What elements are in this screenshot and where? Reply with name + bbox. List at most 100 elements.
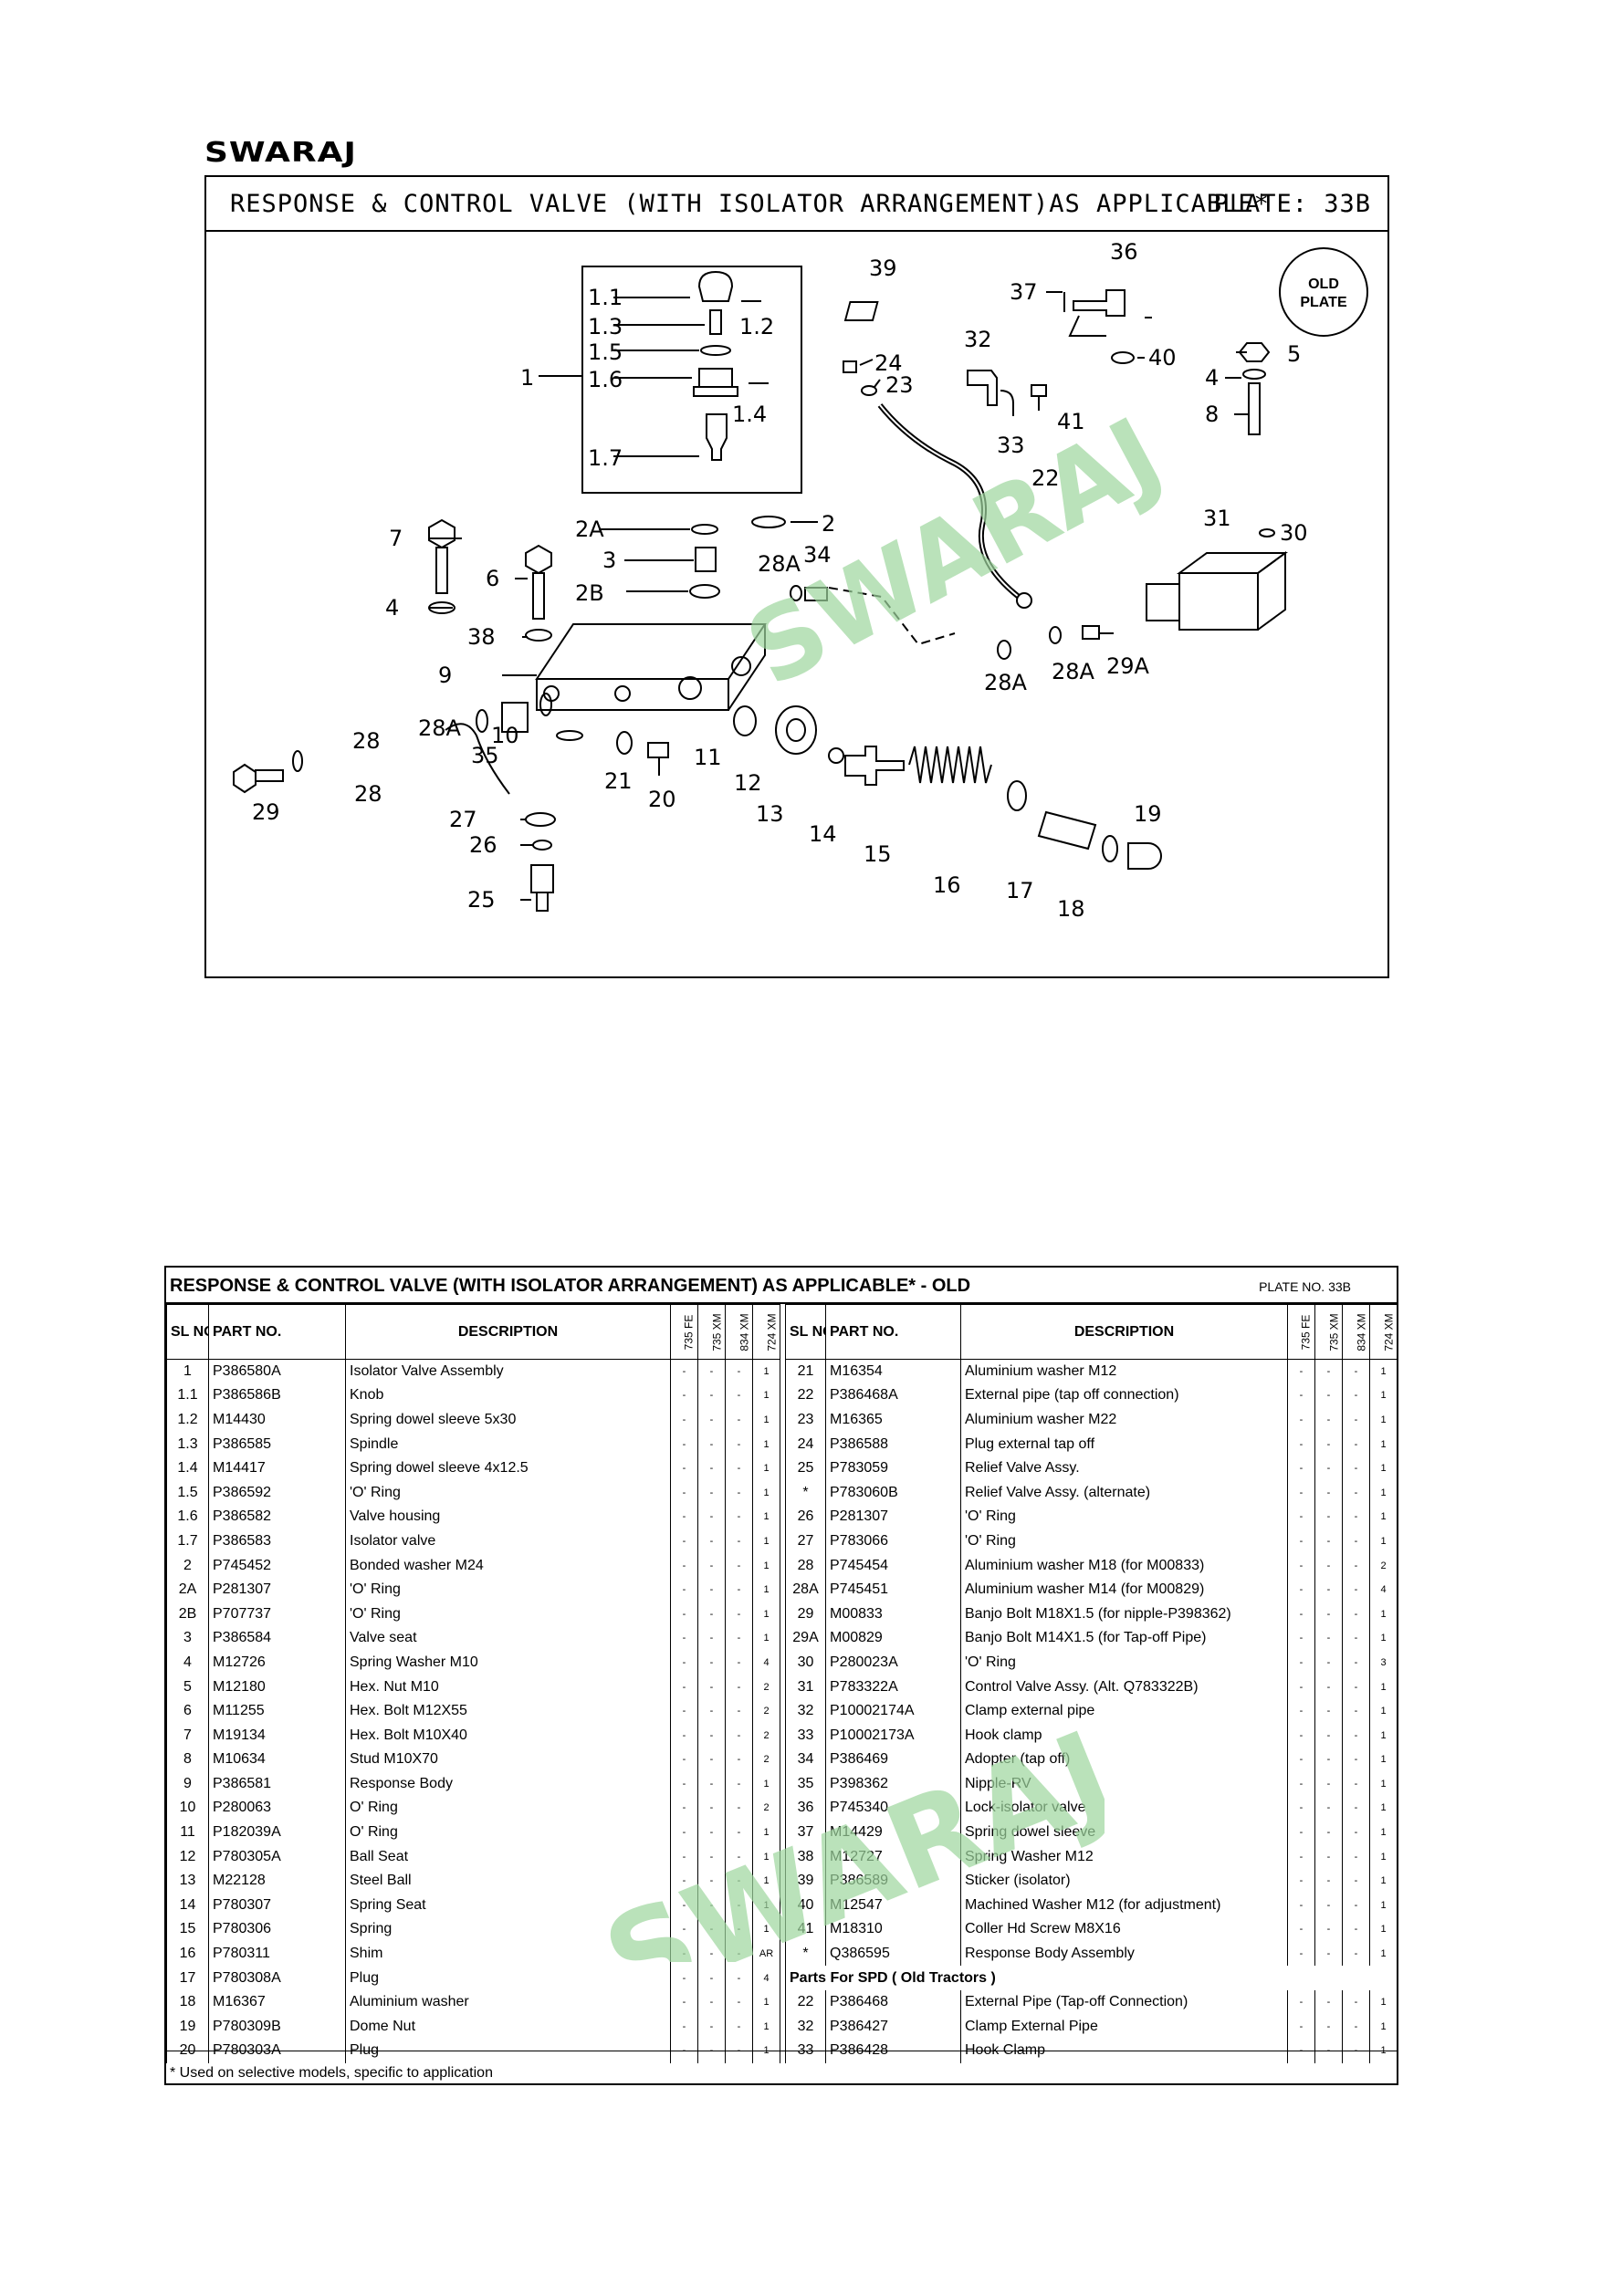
callout-5: 5: [1287, 341, 1301, 367]
cell-qty-724xm: 2: [752, 1748, 780, 1772]
cell-qty-735xm: -: [1314, 1844, 1343, 1869]
cell-sl-no: 12: [166, 1844, 209, 1869]
cell-sl-no: 16: [166, 1941, 209, 1967]
cell-description: Adopter (tap off): [960, 1748, 1288, 1772]
cell-description: O' Ring: [345, 1796, 671, 1821]
cell-qty-735fe: -: [670, 1893, 698, 1918]
cell-part-no: P745451: [825, 1577, 961, 1602]
cell-qty-735xm: -: [1314, 1553, 1343, 1578]
callout-4-right: 4: [1205, 365, 1219, 391]
cell-description: Isolator valve: [345, 1529, 671, 1554]
cell-qty-834xm: -: [725, 1941, 753, 1967]
cell-qty-735xm: -: [1314, 1820, 1343, 1845]
cell-part-no: M14417: [208, 1456, 346, 1481]
cell-qty-834xm: -: [1342, 1553, 1370, 1578]
cell-qty-834xm: -: [1342, 1675, 1370, 1699]
cell-qty-724xm: 1: [752, 1989, 780, 2015]
cell-description: Coller Hd Screw M8X16: [960, 1917, 1288, 1942]
cell-qty-735fe: -: [670, 1868, 698, 1894]
cell-qty-834xm: -: [1342, 1941, 1370, 1967]
cell-qty-735xm: -: [1314, 1456, 1343, 1481]
callout-29A: 29A: [1106, 653, 1150, 679]
cell-qty-735fe: -: [670, 1675, 698, 1699]
cell-part-no: P386468A: [825, 1383, 961, 1408]
cell-qty-735xm: -: [697, 1796, 726, 1821]
cell-qty-724xm: 1: [752, 1771, 780, 1797]
cell-qty-834xm: -: [725, 1505, 753, 1529]
cell-qty-735xm: -: [1314, 1941, 1343, 1967]
cell-sl-no: 3: [166, 1626, 209, 1651]
callout-16: 16: [933, 872, 961, 898]
cell-qty-735fe: -: [1287, 1626, 1315, 1651]
cell-qty-724xm: 1: [752, 1868, 780, 1894]
cell-qty-735xm: -: [697, 1505, 726, 1529]
cell-qty-735xm: -: [1314, 1626, 1343, 1651]
cell-qty-834xm: -: [725, 1723, 753, 1748]
callout-19: 19: [1134, 801, 1162, 827]
cell-sl-no: 7: [166, 1723, 209, 1748]
cell-sl-no: 22: [785, 1383, 826, 1408]
cell-sl-no: 25: [785, 1456, 826, 1481]
cell-description: Spring Washer M10: [345, 1650, 671, 1675]
cell-qty-834xm: -: [1342, 1407, 1370, 1433]
cell-description: Spindle: [345, 1432, 671, 1456]
cell-qty-724xm: AR: [752, 1941, 780, 1967]
cell-qty-735fe: -: [670, 1577, 698, 1602]
cell-description: Plug: [345, 1966, 671, 1990]
callout-20: 20: [648, 787, 676, 812]
cell-part-no: P386580A: [208, 1359, 346, 1384]
cell-qty-735xm: -: [697, 1529, 726, 1554]
cell-qty-834xm: -: [725, 1844, 753, 1869]
cell-sl-no: 26: [785, 1505, 826, 1529]
cell-qty-735fe: -: [670, 2014, 698, 2040]
cell-qty-735xm: -: [1314, 1480, 1343, 1506]
cell-qty-735fe: -: [1287, 1480, 1315, 1506]
cell-qty-724xm: 1: [1369, 1796, 1398, 1821]
cell-qty-735xm: -: [697, 1723, 726, 1748]
cell-qty-724xm: 1: [1369, 1771, 1398, 1797]
cell-qty-735fe: -: [1287, 1941, 1315, 1967]
callout-41: 41: [1057, 409, 1085, 434]
callout-21: 21: [604, 768, 633, 794]
cell-description: Hex. Bolt M10X40: [345, 1723, 671, 1748]
cell-part-no: P780309B: [208, 2014, 346, 2040]
cell-qty-834xm: -: [1342, 1456, 1370, 1481]
cell-description: Dome Nut: [345, 2014, 671, 2040]
cell-qty-735xm: -: [1314, 1407, 1343, 1433]
cell-qty-834xm: -: [725, 1650, 753, 1675]
cell-description: Hex. Bolt M12X55: [345, 1698, 671, 1724]
cell-qty-735xm: -: [697, 1893, 726, 1918]
callout-40: 40: [1148, 345, 1177, 370]
callout-22: 22: [1031, 465, 1060, 491]
cell-qty-724xm: 1: [1369, 1432, 1398, 1456]
cell-qty-735fe: -: [1287, 1602, 1315, 1627]
cell-part-no: P386583: [208, 1529, 346, 1554]
cell-description: Aluminium washer M14 (for M00829): [960, 1577, 1288, 1602]
cell-qty-735fe: -: [670, 1844, 698, 1869]
cell-part-no: M11255: [208, 1698, 346, 1724]
callout-39: 39: [869, 256, 897, 281]
cell-part-no: M18310: [825, 1917, 961, 1942]
cell-qty-724xm: 2: [752, 1796, 780, 1821]
cell-sl-no: 28A: [785, 1577, 826, 1602]
cell-qty-724xm: 1: [1369, 1868, 1398, 1894]
callout-28-middle: 28: [352, 728, 381, 754]
cell-qty-724xm: 2: [1369, 1553, 1398, 1578]
diagram-svg: OLD PLATE 1 1.1 1.2 1.3 1.4 1.5 1.6 1.7 …: [233, 239, 1368, 922]
cell-description: Clamp external pipe: [960, 1698, 1288, 1724]
callout-1-6: 1.6: [588, 367, 623, 392]
cell-qty-834xm: -: [725, 1407, 753, 1433]
